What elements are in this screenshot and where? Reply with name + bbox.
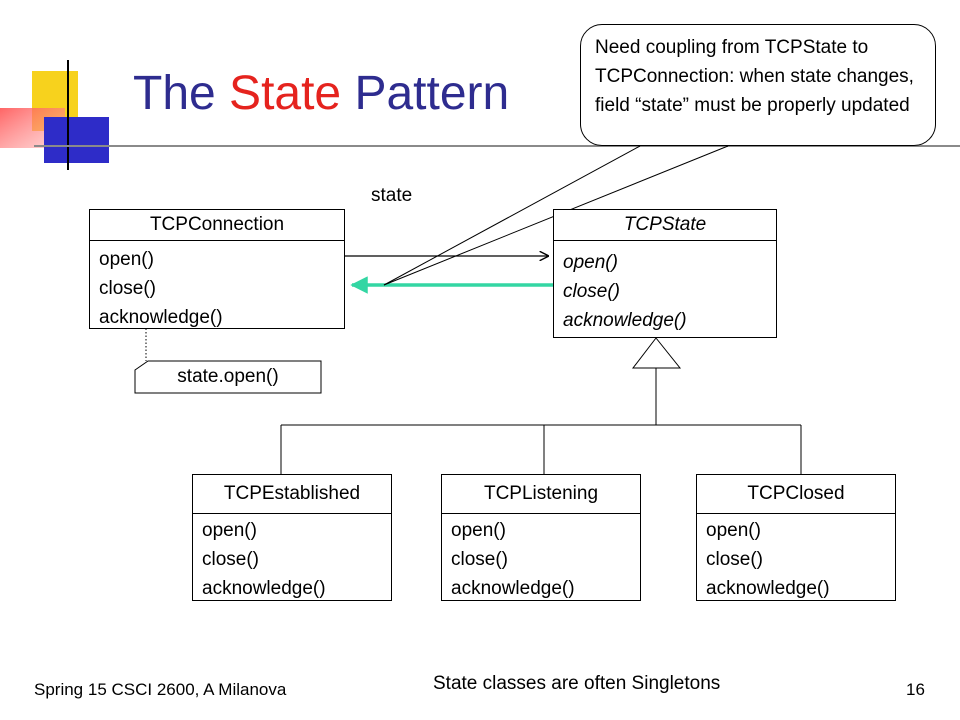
association-label: state [371,185,413,206]
class-name: TCPListening [442,475,640,514]
callout-pointer-1 [383,145,641,286]
slide-title: The State Pattern [133,67,510,120]
class-name: TCPClosed [697,475,895,514]
logo-blue-square [44,117,109,163]
title-accent-word: State [229,67,342,120]
operation-acknowledge: acknowledge() [706,578,830,599]
class-operations: open() close() acknowledge() [193,514,391,603]
operation-open: open() [706,520,761,541]
inheritance-triangle [631,337,682,369]
coupling-callout: Need coupling from TCPState to TCPConnec… [580,24,936,146]
operation-close: close() [202,549,260,570]
operation-acknowledge: acknowledge() [563,310,687,331]
note-state-open: state.open() [177,366,279,387]
class-operations: open() close() acknowledge() [554,241,776,335]
operation-close: close() [99,278,157,299]
class-name: TCPConnection [90,210,344,241]
operation-close: close() [563,281,621,302]
page-number: 16 [906,680,925,699]
class-name: TCPState [554,210,776,241]
operation-open: open() [202,520,257,541]
note-shape [134,360,322,394]
class-tcpestablished: TCPEstablished open() close() acknowledg… [192,474,392,601]
class-tcplistening: TCPListening open() close() acknowledge(… [441,474,641,601]
class-operations: open() close() acknowledge() [90,241,344,332]
operation-close: close() [706,549,764,570]
operation-acknowledge: acknowledge() [99,307,223,328]
class-tcpclosed: TCPClosed open() close() acknowledge() [696,474,896,601]
operation-open: open() [563,252,618,273]
operation-open: open() [99,249,154,270]
operation-close: close() [451,549,509,570]
singleton-remark: State classes are often Singletons [433,673,721,694]
operation-acknowledge: acknowledge() [451,578,575,599]
class-operations: open() close() acknowledge() [697,514,895,603]
class-name: TCPEstablished [193,475,391,514]
class-operations: open() close() acknowledge() [442,514,640,603]
operation-acknowledge: acknowledge() [202,578,326,599]
footer-course: Spring 15 CSCI 2600, A Milanova [34,680,287,699]
class-tcpconnection: TCPConnection open() close() acknowledge… [89,209,345,329]
class-tcpstate: TCPState open() close() acknowledge() [553,209,777,338]
operation-open: open() [451,520,506,541]
